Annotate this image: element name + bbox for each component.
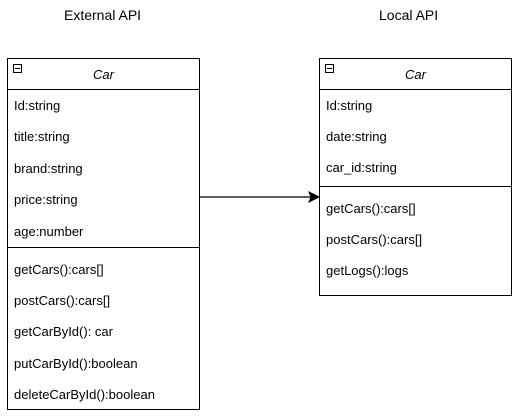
attribute-row: price:string — [14, 192, 78, 208]
attributes-section: Id:string date:string car_id:string — [320, 90, 511, 187]
methods-section: getCars():cars[] postCars():cars[] getLo… — [320, 187, 511, 286]
local-api-label: Local API — [379, 7, 439, 23]
collapse-icon[interactable] — [325, 64, 334, 73]
method-row: postCars():cars[] — [14, 293, 111, 309]
method-row: postCars():cars[] — [326, 232, 423, 247]
attribute-row: Id:string — [14, 98, 61, 113]
external-api-label: External API — [64, 7, 142, 23]
local-car-class[interactable]: Car Id:string date:string car_id:string … — [319, 58, 512, 296]
collapse-icon[interactable] — [13, 64, 22, 73]
attribute-row: date:string — [326, 129, 387, 144]
class-name: Car — [405, 67, 426, 82]
class-header: Car — [320, 59, 511, 90]
method-row: deleteCarById():boolean — [14, 386, 155, 402]
attribute-row: brand:string — [14, 160, 83, 176]
attribute-row: Id:string — [326, 98, 373, 113]
methods-section: getCars():cars[] postCars():cars[] getCa… — [8, 248, 199, 410]
attributes-section: Id:string title:string brand:string pric… — [8, 90, 199, 248]
method-row: getLogs():logs — [326, 263, 409, 278]
arrowhead-icon — [308, 190, 321, 204]
class-header: Car — [8, 59, 199, 90]
attribute-row: car_id:string — [326, 160, 397, 175]
method-row: getCars():cars[] — [14, 262, 104, 277]
class-name: Car — [93, 67, 114, 82]
method-row: getCars():cars[] — [326, 201, 416, 216]
attribute-row: age:number — [14, 223, 84, 239]
attribute-row: title:string — [14, 129, 70, 145]
method-row: getCarById(): car — [14, 324, 113, 340]
external-car-class[interactable]: Car Id:string title:string brand:string … — [7, 58, 200, 410]
method-row: putCarById():boolean — [14, 355, 138, 371]
